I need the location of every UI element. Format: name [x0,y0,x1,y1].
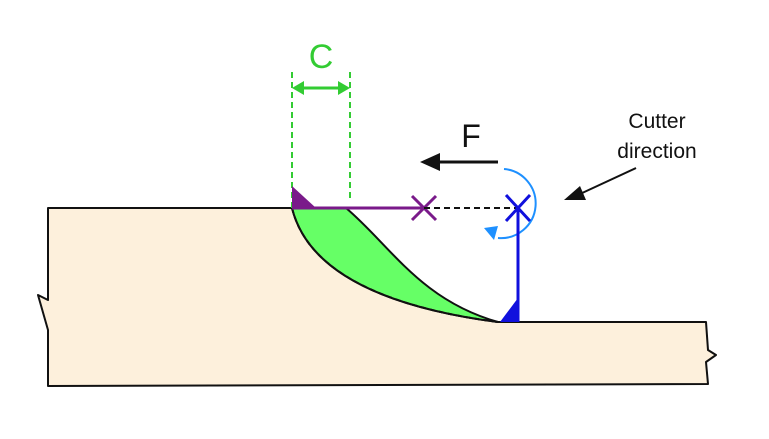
dimension-arrowhead-left [292,81,304,95]
cutter-rotation-arc [497,168,537,240]
purple-tool-tip [292,186,316,208]
blue-cross-mark [504,193,532,223]
rotation-arrowhead [484,226,498,240]
blue-tool-tip [500,298,518,322]
feed-label: F [461,118,481,154]
direction-pointer-line [579,167,637,195]
feed-arrowhead [420,153,440,171]
chip-width-label: C [309,38,334,76]
cutter-direction-label-line2: direction [617,140,696,163]
direction-pointer-arrowhead [564,186,586,200]
cut-path-dashed [291,207,499,323]
dimension-arrowhead-right [338,81,350,95]
workpiece [37,207,717,387]
cutter-direction-label-line1: Cutter [628,110,685,133]
